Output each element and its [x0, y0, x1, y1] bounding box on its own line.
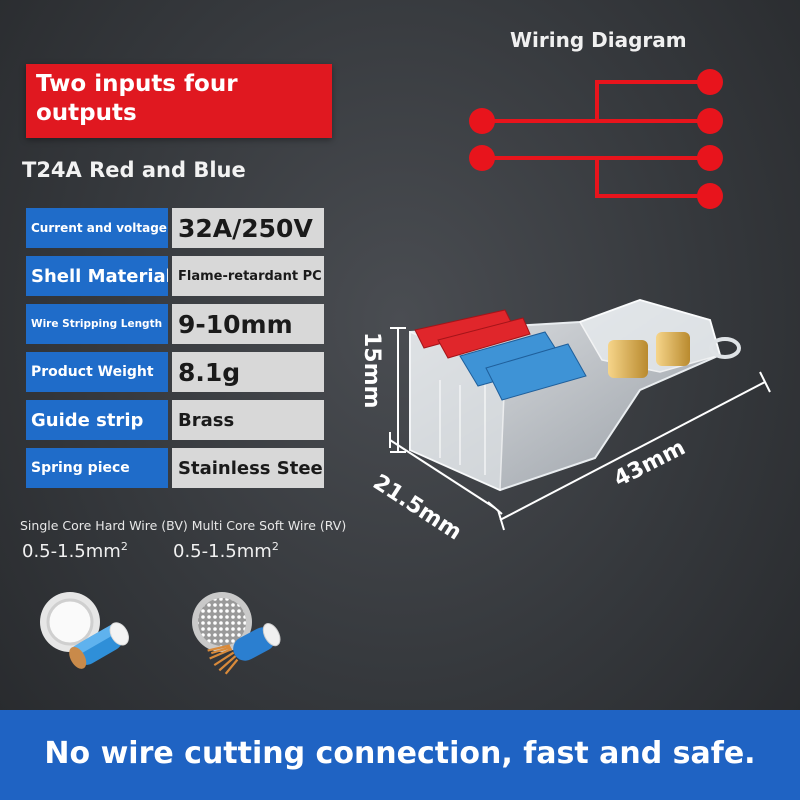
input-terminal-1: [469, 108, 495, 134]
output-terminal-4: [697, 183, 723, 209]
spec-row-shell: Shell Material Flame-retardant PC: [26, 256, 324, 296]
multi-core-size-value: 0.5-1.5mm: [173, 541, 272, 562]
input-terminal-2: [469, 145, 495, 171]
spec-label: Product Weight: [26, 352, 168, 392]
output-terminal-1: [697, 69, 723, 95]
multi-core-wire-icon: [188, 590, 288, 684]
superscript: 2: [120, 540, 128, 553]
spec-row-guide: Guide strip Brass: [26, 400, 324, 440]
spec-label: Current and voltage: [26, 208, 168, 248]
superscript: 2: [271, 540, 279, 553]
model-name: T24A Red and Blue: [22, 158, 246, 182]
single-core-size-value: 0.5-1.5mm: [22, 541, 121, 562]
spec-row-weight: Product Weight 8.1g: [26, 352, 324, 392]
title-banner: Two inputs four outputs: [26, 64, 332, 138]
spec-label: Wire Stripping Length: [26, 304, 168, 344]
footer-banner: No wire cutting connection, fast and saf…: [0, 710, 800, 800]
banner-text: Two inputs four outputs: [36, 71, 238, 126]
spec-row-current: Current and voltage 32A/250V: [26, 208, 324, 248]
spec-value: Brass: [172, 400, 324, 440]
spec-value: 32A/250V: [172, 208, 324, 248]
single-core-size: 0.5-1.5mm2: [22, 540, 128, 562]
spec-row-spring: Spring piece Stainless Steel: [26, 448, 324, 488]
wiring-diagram-title: Wiring Diagram: [510, 28, 687, 52]
spec-label: Guide strip: [26, 400, 168, 440]
output-terminal-3: [697, 145, 723, 171]
spec-label: Spring piece: [26, 448, 168, 488]
spec-value: 9-10mm: [172, 304, 324, 344]
connector-product-image: [389, 298, 771, 531]
spec-value: Flame-retardant PC: [172, 256, 324, 296]
wiring-diagram: [469, 69, 723, 209]
height-dimension: 15mm: [359, 332, 384, 409]
footer-text: No wire cutting connection, fast and saf…: [44, 736, 756, 771]
wire-types-text: Single Core Hard Wire (BV) Multi Core So…: [20, 518, 347, 533]
spec-value: Stainless Steel: [172, 448, 324, 488]
spec-value: 8.1g: [172, 352, 324, 392]
output-terminal-2: [697, 108, 723, 134]
single-core-wire-icon: [38, 590, 138, 684]
spec-row-stripping: Wire Stripping Length 9-10mm: [26, 304, 324, 344]
spec-label: Shell Material: [26, 256, 168, 296]
multi-core-size: 0.5-1.5mm2: [173, 540, 279, 562]
